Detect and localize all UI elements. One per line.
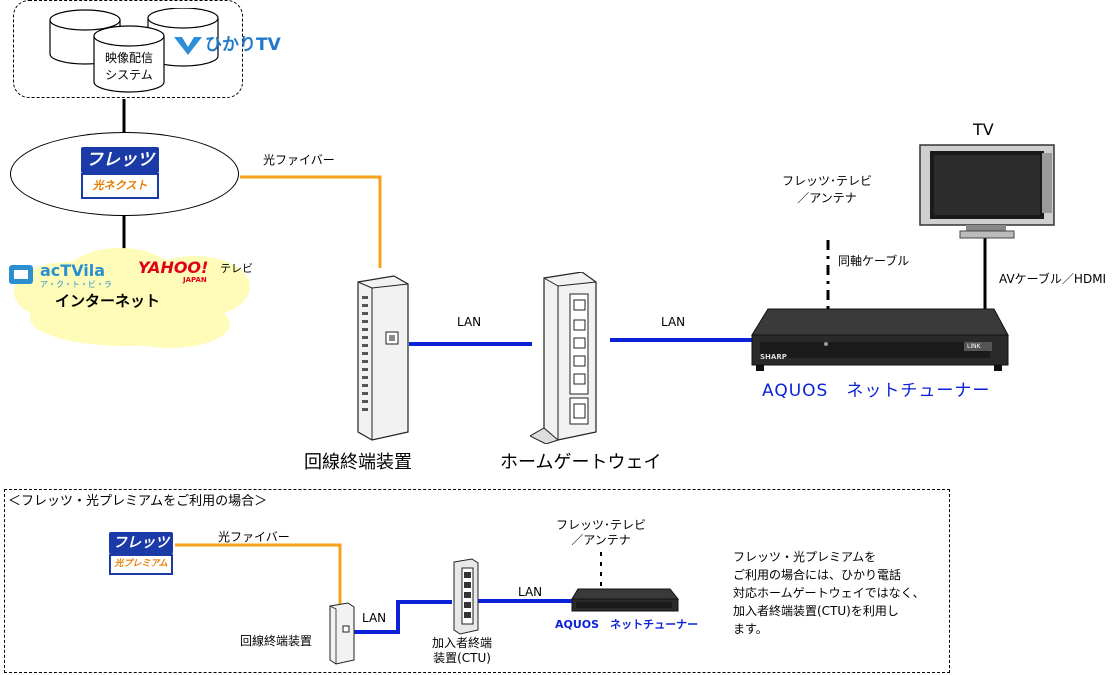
flets-tv-antenna-label-premium: フレッツ･テレビ ／アンテナ [556,518,647,547]
lan-label-1: LAN [457,315,482,329]
premium-section-title: ＜フレッツ・光プレミアムをご利用の場合＞ [8,494,268,509]
flets-premium-logo: 光プレミアム [109,554,173,575]
flets-logo: フレッツ [81,147,159,173]
server-icons [49,8,219,93]
lan-label-premium-1: LAN [362,611,387,625]
onu-device-small-icon [329,602,355,665]
yahoo-logo: YAHOO! [138,258,209,277]
internet-label: インターネット [55,292,161,310]
onu-device-icon [357,275,409,441]
flets-tv-antenna-label: フレッツ･テレビ ／アンテナ [781,174,872,205]
hikari-tv-logo: ひかりTV [205,35,281,55]
fiber-line [240,175,382,268]
tv-icon [919,144,1055,239]
net-tuner-icon [751,308,1009,371]
av-cable-label: AVケーブル／HDMI [999,272,1107,286]
gateway-label: ホームゲートウェイ [500,452,662,473]
premium-section-box [4,489,950,673]
fiber-label-premium: 光ファイバー [218,530,290,544]
actvila-logo-icon [9,265,33,284]
link-badge: LINK [967,343,981,350]
actvila-logo: acTVila [40,261,106,280]
flets-next-logo: 光ネクスト [81,173,159,199]
video-system-label: 映像配信 システム [104,51,153,82]
sharp-brand: SHARP [760,353,787,361]
video-system-box [13,0,243,98]
fiber-label: 光ファイバー [263,153,335,167]
lan-label-premium-2: LAN [518,585,543,599]
ctu-label: 加入者終端 装置(CTU) [431,636,492,665]
hikari-tv-logo-icon [174,37,202,55]
coax-label: 同軸ケーブル [838,254,910,268]
home-gateway-icon [530,272,597,444]
flets-logo-premium: フレッツ [109,532,173,554]
lan-label-2: LAN [661,315,686,329]
onu-label: 回線終端装置 [304,452,412,473]
yahoo-japan-label: JAPAN [183,276,207,284]
premium-note: フレッツ・光プレミアムを ご利用の場合には、ひかり電話 対応ホームゲートウェイで… [733,550,925,636]
tuner-label-premium: AQUOS ネットチューナー [555,618,699,631]
yahoo-tv-label: テレビ [220,262,253,275]
net-tuner-small-icon [571,588,680,612]
onu-label-premium: 回線終端装置 [240,634,313,648]
lan-line-premium-1 [354,600,452,634]
server-cylinder-icon [93,25,165,93]
tv-label: TV [973,120,994,139]
fiber-line-premium [175,543,342,604]
actvila-subtitle: ア・ク・ト・ビ・ラ [40,280,112,289]
tuner-label: AQUOS ネットチューナー [762,381,991,401]
ctu-device-icon [453,558,479,635]
